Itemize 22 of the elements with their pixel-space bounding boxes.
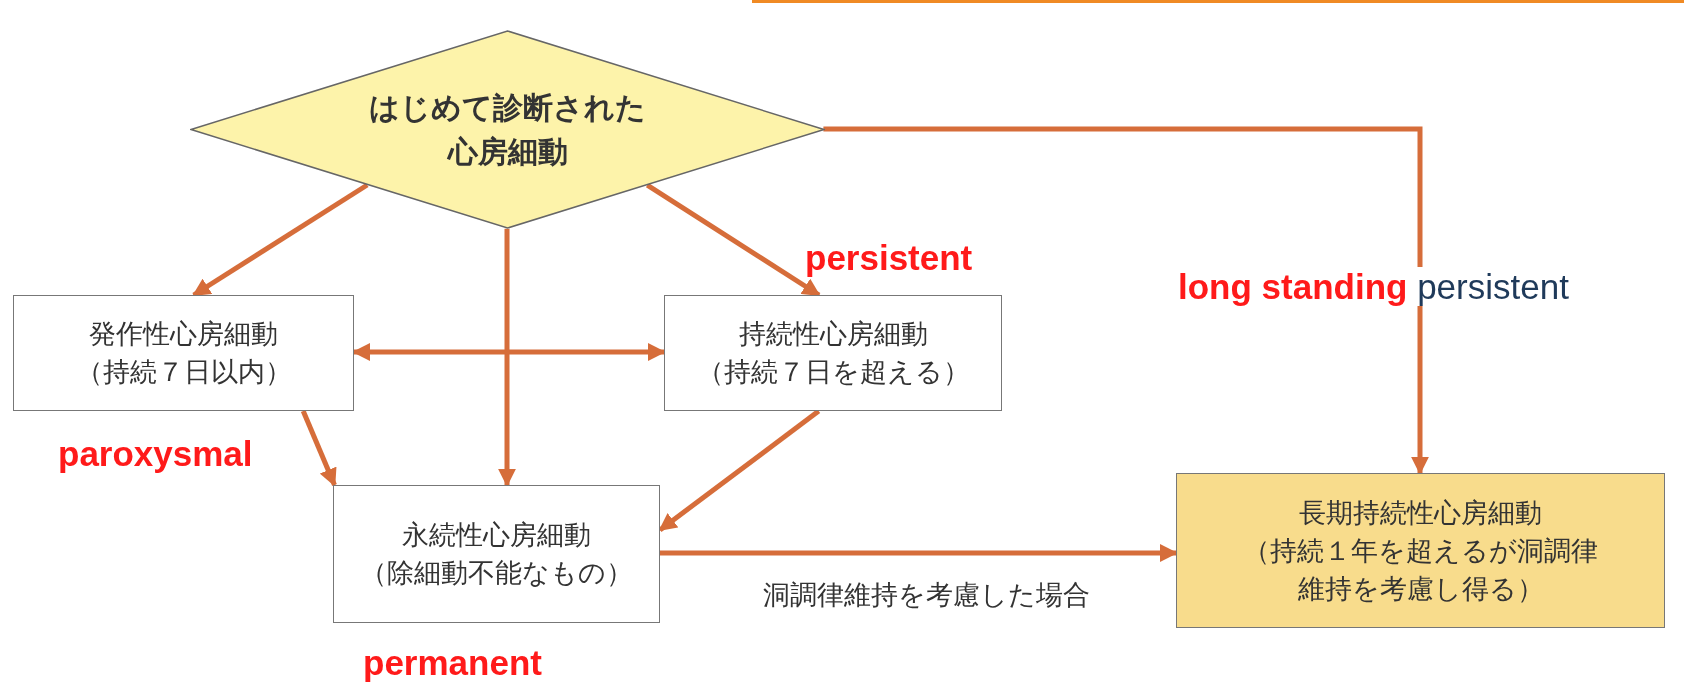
- box-note: （除細動不能なもの）: [360, 556, 633, 590]
- box-title: 永続性心房細動: [402, 518, 591, 552]
- decision-diamond: [190, 30, 825, 229]
- edge-label: 洞調律維持を考慮した場合: [762, 578, 1090, 612]
- diamond-text: はじめて診断された心房細動: [368, 88, 647, 171]
- box-title: 持続性心房細動: [738, 317, 928, 351]
- arrow: [498, 228, 516, 487]
- box-title: 長期持続性心房細動: [1299, 495, 1542, 530]
- process-box: [664, 295, 1002, 411]
- node-caption: persistent: [1417, 267, 1569, 306]
- arrow: [660, 544, 1178, 562]
- box-note: （持続７日を超える）: [696, 355, 970, 389]
- arrow: [352, 343, 666, 361]
- box-note: （持続１年を超えるが洞調律維持を考慮し得る）: [1242, 533, 1599, 606]
- arrow: [658, 409, 821, 532]
- box-note: （持続７日以内）: [75, 355, 292, 389]
- arrow: [823, 126, 1429, 475]
- process-box: [333, 485, 660, 623]
- highlighted-box: [1176, 473, 1665, 628]
- box-title: 発作性心房細動: [89, 317, 278, 351]
- arrow: [300, 410, 337, 487]
- process-box: [13, 295, 354, 411]
